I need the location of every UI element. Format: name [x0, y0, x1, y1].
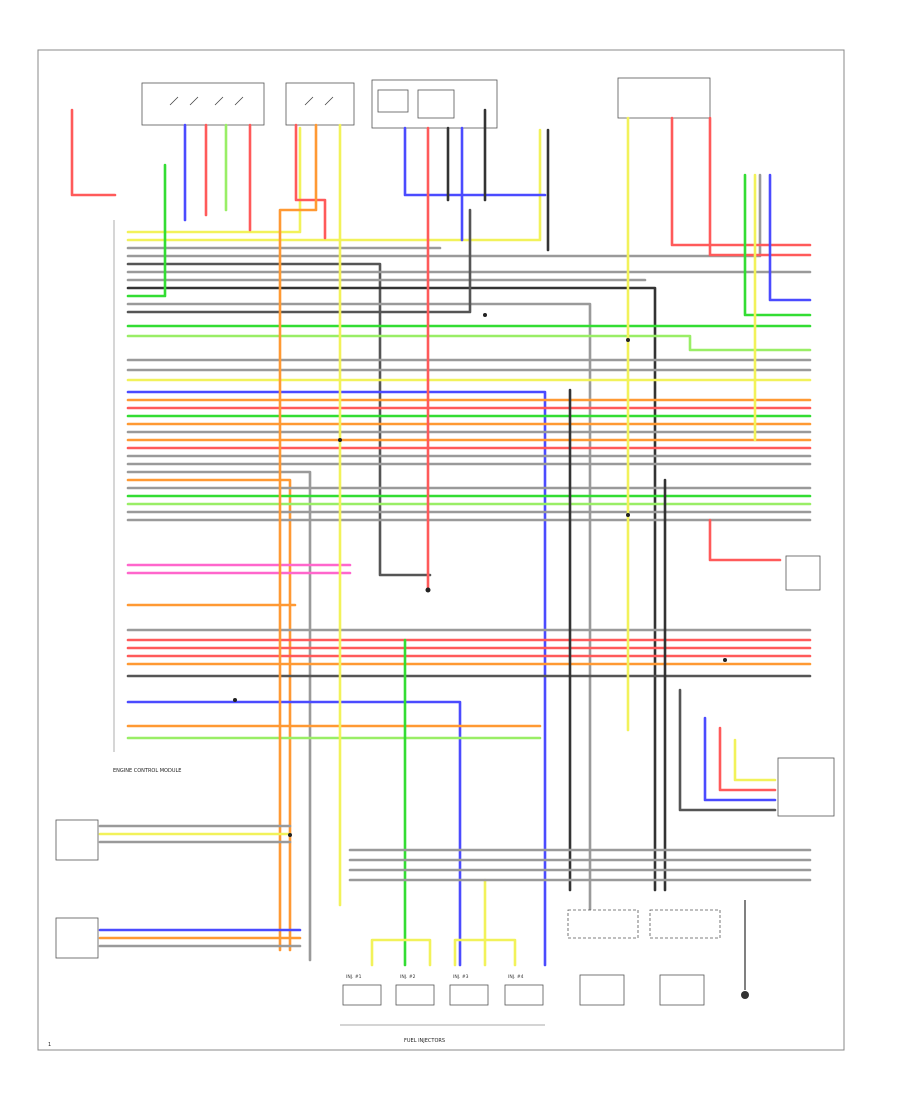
page-number: 1	[48, 1042, 51, 1048]
injector-3-box	[449, 984, 489, 1006]
diagram-border	[37, 49, 845, 1051]
right-components	[777, 555, 835, 817]
top-components	[141, 77, 711, 129]
injector-1-box	[342, 984, 382, 1006]
left-sensors	[55, 819, 302, 959]
pressure-sensor-box	[785, 555, 821, 591]
sensor-lower-2	[659, 974, 705, 1006]
vertical-wires	[70, 108, 812, 967]
sensor-box-1	[55, 819, 99, 861]
injectors	[340, 938, 545, 1026]
text-labels: ENGINE CONTROL MODULE FUEL INJECTORS INJ…	[48, 768, 524, 1048]
sub-box-b	[417, 89, 455, 119]
injector-2-label: INJ. #2	[400, 974, 416, 980]
ecm-wires	[126, 126, 812, 967]
ecm-label: ENGINE CONTROL MODULE	[113, 768, 181, 774]
sub-box-a	[377, 89, 409, 113]
relay-box-2	[285, 82, 355, 126]
relay-contacts	[169, 96, 334, 106]
relay-box-1	[141, 82, 265, 126]
lower-right-sensors	[567, 900, 749, 1006]
injector-4-box	[504, 984, 544, 1006]
fuel-injectors-label: FUEL INJECTORS	[404, 1038, 445, 1044]
injector-4-label: INJ. #4	[508, 974, 524, 980]
injector-2-box	[395, 984, 435, 1006]
knock-sensor-symbol	[741, 991, 749, 999]
module-box-right	[777, 757, 835, 817]
connector-lower-1	[567, 909, 639, 939]
injector-1-label: INJ. #1	[346, 974, 362, 980]
sensor-box-top-right	[617, 77, 711, 119]
injector-3-label: INJ. #3	[453, 974, 469, 980]
splices	[233, 313, 727, 837]
sensor-lower-1	[579, 974, 625, 1006]
sensor-box-2	[55, 917, 99, 959]
connector-lower-2	[649, 909, 721, 939]
